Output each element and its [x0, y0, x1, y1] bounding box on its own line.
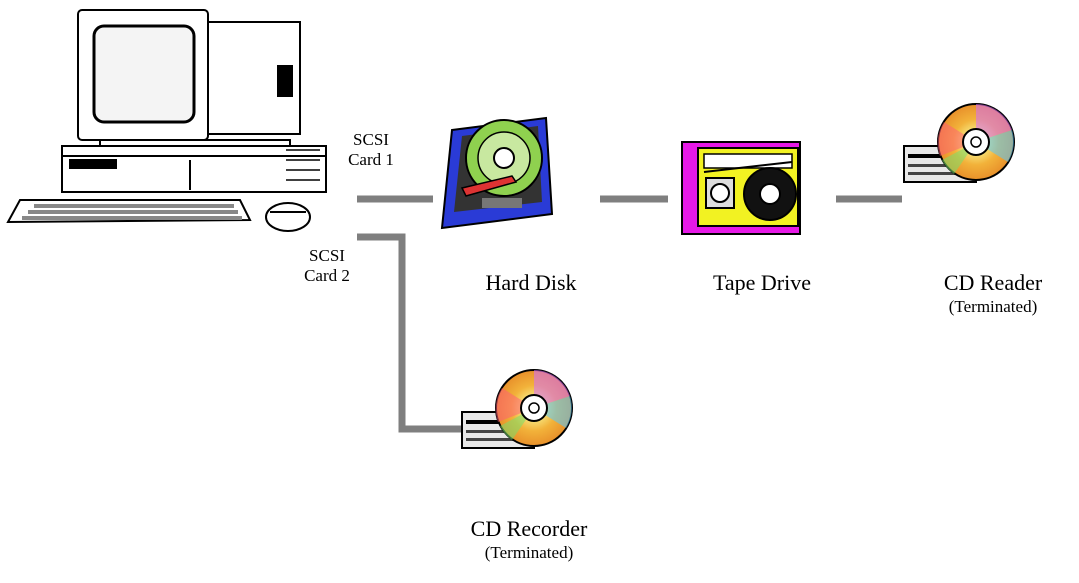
hard-disk-icon: [440, 116, 554, 230]
scsi-card-2-line2: Card 2: [304, 265, 350, 285]
scsi-card-2-label: SCSI Card 2: [292, 246, 362, 285]
computer-icon: [6, 9, 327, 232]
cable-card2-to-cd-recorder: [357, 233, 462, 433]
cd-reader-label: CD Reader (Terminated): [918, 270, 1068, 317]
scsi-card-1-line2: Card 1: [348, 149, 394, 169]
cd-reader-note: (Terminated): [948, 297, 1038, 317]
cd-recorder-name: CD Recorder: [470, 516, 588, 541]
tape-drive-label: Tape Drive: [712, 270, 812, 295]
cd-recorder-label: CD Recorder (Terminated): [454, 516, 604, 563]
cd-reader-icon: [903, 103, 1015, 183]
cd-recorder-note: (Terminated): [484, 543, 574, 563]
tape-drive-icon: [681, 141, 801, 235]
scsi-card-2-line1: SCSI: [309, 246, 345, 265]
hard-disk-label: Hard Disk: [485, 270, 577, 295]
cd-reader-name: CD Reader: [943, 270, 1043, 295]
scsi-card-1-line1: SCSI: [353, 130, 389, 149]
scsi-card-1-label: SCSI Card 1: [336, 130, 406, 169]
scsi-cables: [357, 195, 902, 433]
cd-recorder-icon: [461, 369, 573, 449]
